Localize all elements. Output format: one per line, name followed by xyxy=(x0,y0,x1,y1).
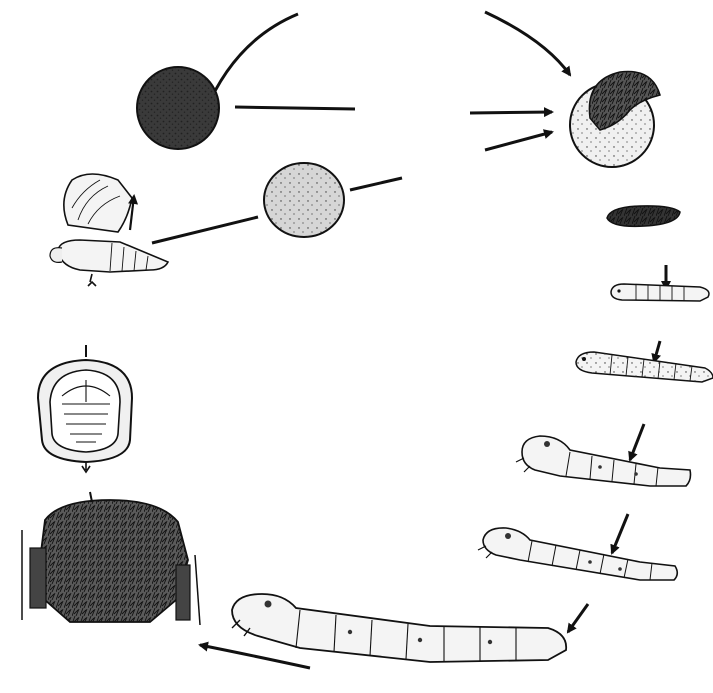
hatching-egg-icon xyxy=(570,71,660,167)
arrow-larva-4 xyxy=(612,514,628,553)
larva-instar-2 xyxy=(576,352,713,382)
arc-top-left xyxy=(205,14,298,112)
tiny-larva-icon xyxy=(607,206,680,226)
line-moth-to-pale-egg xyxy=(152,217,258,243)
pale-egg-icon xyxy=(264,163,344,237)
pupa-icon xyxy=(38,345,132,472)
arrow-larva-2 xyxy=(654,341,660,362)
arrow-larva-5 xyxy=(568,604,588,632)
larva-instar-1 xyxy=(611,284,709,301)
line-dark-egg xyxy=(235,107,355,109)
arrow-larva-3 xyxy=(630,424,644,460)
dark-egg-icon xyxy=(137,67,219,149)
arrow-to-cocoon xyxy=(200,645,310,668)
larva-instar-3 xyxy=(516,436,691,486)
arc-top-right-arrow xyxy=(485,12,570,75)
arrow-to-hatching-2 xyxy=(485,132,552,150)
larva-instar-4 xyxy=(478,528,677,580)
silk-cocoon-icon xyxy=(22,492,200,625)
line-pale-egg-right xyxy=(350,178,402,190)
larva-mature xyxy=(232,594,566,662)
moth-icon xyxy=(50,174,168,286)
arrow-to-hatching-1 xyxy=(470,112,552,113)
